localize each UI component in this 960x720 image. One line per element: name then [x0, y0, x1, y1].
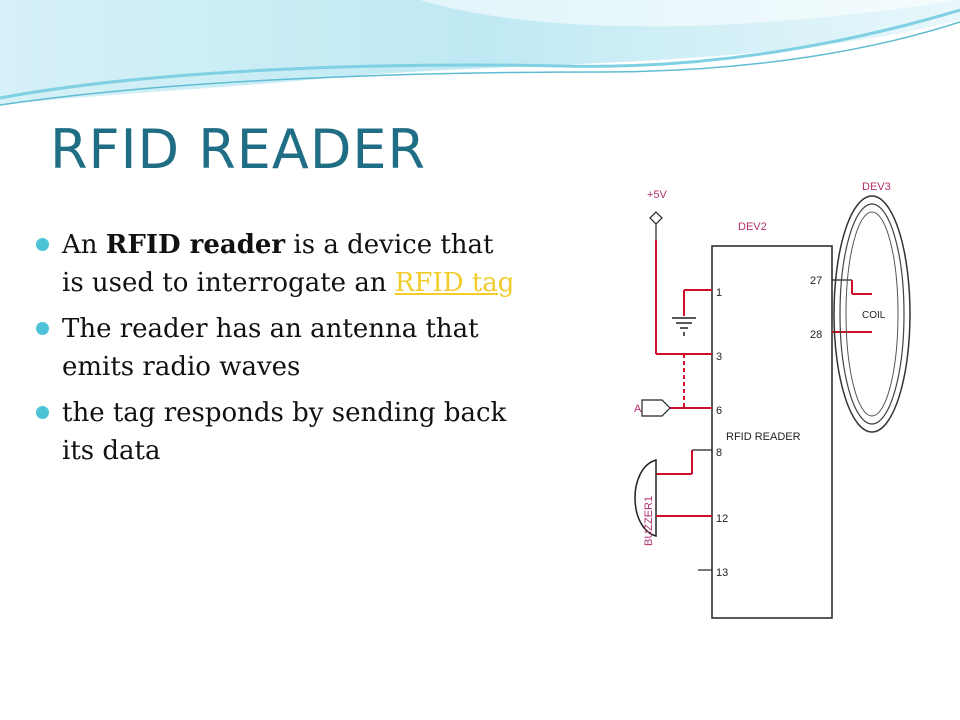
slide-title: RFID READER [50, 118, 427, 181]
bullet-icon [36, 238, 49, 251]
bullet-item: the tag responds by sending back its dat… [36, 394, 516, 470]
chip-ref-label: DEV2 [738, 221, 767, 233]
bullet-list: An RFID reader is a device that is used … [36, 226, 516, 478]
buzzer-icon [634, 459, 657, 537]
pin-label: 12 [716, 513, 728, 525]
bullet-item: The reader has an antenna that emits rad… [36, 310, 516, 386]
pin-label: 28 [810, 329, 822, 341]
pin-label: 3 [716, 351, 722, 363]
rfid-tag-link[interactable]: RFID tag [394, 268, 515, 298]
bullet-text: the tag responds by sending back its dat… [62, 398, 507, 466]
bullet-text: An [62, 230, 106, 260]
input-terminal [641, 399, 671, 417]
antenna-ref-label: DEV3 [862, 181, 891, 193]
pin-label: 6 [716, 405, 722, 417]
pin-label: 8 [716, 447, 722, 459]
input-label: A [634, 403, 642, 415]
bullet-item: An RFID reader is a device that is used … [36, 226, 516, 302]
supply-label: +5V [647, 189, 668, 201]
bullet-icon [36, 322, 49, 335]
pin-label: 1 [716, 287, 722, 299]
coil-label: COIL [862, 310, 886, 321]
bullet-text: The reader has an antenna that emits rad… [62, 314, 479, 382]
pin-label: 13 [716, 567, 728, 579]
decorative-wave-header [0, 0, 960, 106]
buzzer-label: BUZZER1 [643, 496, 655, 546]
rfid-reader-chip [711, 245, 833, 619]
rfid-circuit-diagram: DEV2 RFID READER +5V 1 3 A 6 8 BUZZER1 1… [512, 168, 912, 658]
supply-terminal [649, 211, 663, 225]
antenna-coil-icon [833, 195, 911, 433]
bold-term: RFID reader [105, 230, 286, 260]
chip-label: RFID READER [726, 431, 801, 443]
bullet-text: is a device that is used to interrogate … [62, 230, 494, 298]
bullet-icon [36, 406, 49, 419]
pin-label: 27 [810, 275, 822, 287]
